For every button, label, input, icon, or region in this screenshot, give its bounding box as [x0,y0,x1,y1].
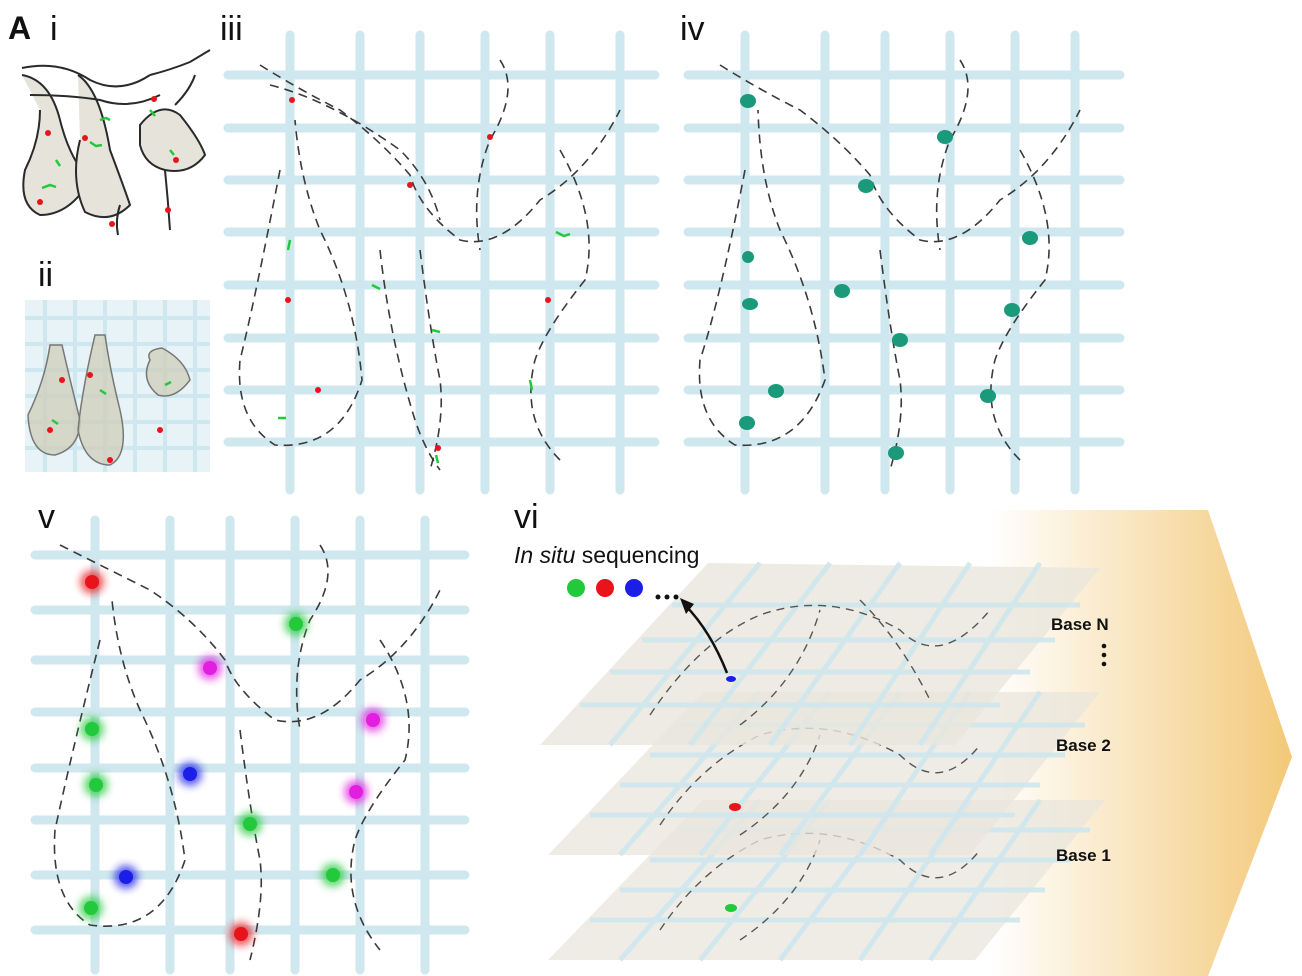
subpanel-label-iii: iii [220,10,243,48]
base-label-n: Base N [1051,615,1109,634]
panel-iii-expanded [223,30,660,495]
readout-dots [79,570,385,946]
base-label-2: Base 2 [1056,736,1111,755]
arrow-head [680,598,694,614]
vertical-ellipsis [1101,643,1107,667]
layer-base-n [540,561,1100,747]
panel-letter: A [8,10,32,46]
subpanel-label-i: i [50,10,58,48]
panel-v-readout [30,515,470,975]
subpanel-label-v: v [38,498,55,536]
subpanel-label-ii: ii [38,256,54,294]
sequencing-title-italic: In situ [514,542,576,568]
subpanel-label-iv: iv [680,10,705,48]
panel-vi-layers [540,561,1107,962]
sequencing-title-rest: sequencing [575,542,700,568]
base-label-1: Base 1 [1056,846,1111,865]
sequencing-title: In situ sequencing [514,542,699,569]
sequence-dots [567,579,679,600]
panel-i-neurons [21,49,211,236]
subpanel-label-vi: vi [514,498,539,536]
panel-iv-amplified [683,30,1125,495]
panel-ii-gel-neurons [25,300,210,472]
